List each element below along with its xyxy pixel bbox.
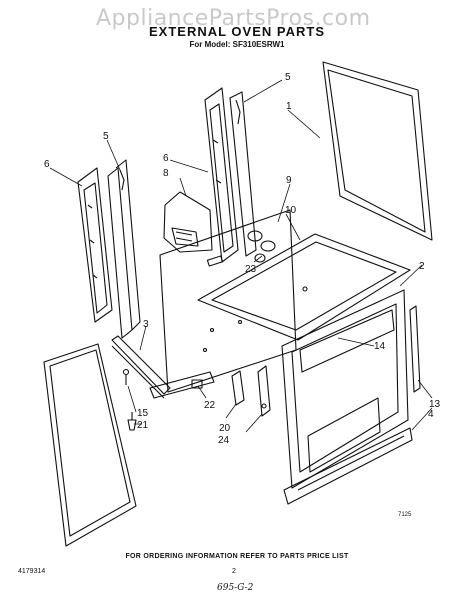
watermark: AppliancePartsPros.com xyxy=(96,6,371,31)
part-13-trim-strip xyxy=(409,305,421,393)
callout-5-left: 5 xyxy=(103,131,109,142)
oven-door-panel xyxy=(43,343,137,547)
callout-6-right: 6 xyxy=(163,153,169,164)
callout-3: 3 xyxy=(143,319,149,330)
callout-4: 4 xyxy=(428,409,434,420)
part-2-front-frame xyxy=(281,289,409,489)
part-20-bracket xyxy=(231,370,245,406)
callout-10: 10 xyxy=(285,205,297,216)
callout-20: 20 xyxy=(219,423,231,434)
part-10-top-cover xyxy=(197,233,411,341)
part-5-left-channel xyxy=(107,159,141,339)
part-8-insulation xyxy=(163,191,213,253)
callout-13: 13 xyxy=(429,399,441,410)
part-3-bottom-rail xyxy=(111,335,171,399)
page-title: EXTERNAL OVEN PARTS xyxy=(149,24,325,39)
part-6-right-side-panel xyxy=(204,87,239,263)
part-15-screw xyxy=(122,368,130,385)
callout-9: 9 xyxy=(286,175,292,186)
callout-8: 8 xyxy=(163,168,169,179)
part-24-hinge xyxy=(257,365,271,417)
callout-24: 24 xyxy=(218,435,230,446)
part-1-rear-frame xyxy=(322,61,433,241)
handwritten-note: 695-G-2 xyxy=(217,583,254,593)
callout-1: 1 xyxy=(286,101,292,112)
part-6-left-side-panel xyxy=(77,167,113,323)
callout-2: 2 xyxy=(419,261,425,272)
page-number: 2 xyxy=(232,568,236,575)
leader-lines xyxy=(49,79,433,433)
ordering-info-note: FOR ORDERING INFORMATION REFER TO PARTS … xyxy=(125,553,349,560)
part-5-right-channel xyxy=(229,91,257,257)
callout-14: 14 xyxy=(374,341,386,352)
diagram-code: 7125 xyxy=(398,512,412,518)
part-21-leveling-leg xyxy=(127,412,137,431)
callout-5-right: 5 xyxy=(285,72,291,83)
base-bracket xyxy=(149,371,215,399)
callout-6-left: 6 xyxy=(44,159,50,170)
callout-15: 15 xyxy=(137,408,149,419)
callout-21: 21 xyxy=(137,420,149,431)
model-subtitle: For Model: SF310ESRW1 xyxy=(189,40,285,49)
callout-22: 22 xyxy=(204,400,216,411)
part-9-back-panel xyxy=(159,209,297,393)
part-4-toe-plate xyxy=(283,427,413,505)
document-number: 4179314 xyxy=(18,568,46,575)
callout-23: 23 xyxy=(245,264,257,275)
